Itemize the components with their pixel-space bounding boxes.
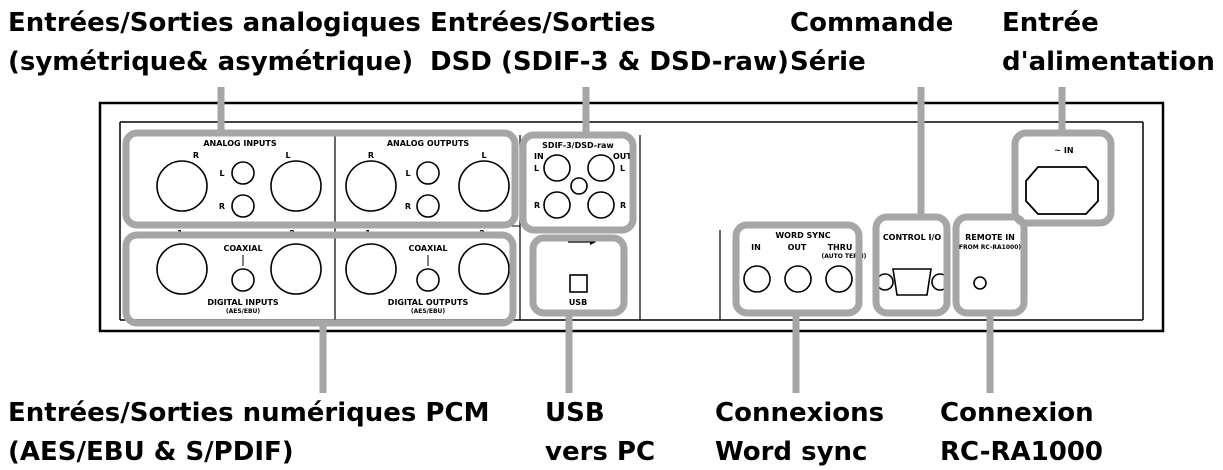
analog-in-l-label: L [285,151,290,160]
callout-rc-line2: RC-RA1000 [940,437,1103,467]
analog-in-r-label: R [193,151,199,160]
sdif-out-l-label: L [620,164,625,173]
xlr-analog-in-r[interactable] [156,160,208,212]
bnc-sdif-in-l[interactable] [543,154,571,182]
bnc-sdif-in-r[interactable] [543,191,571,219]
word-sync-out-label: OUT [788,243,807,252]
bnc-sdif-out-l[interactable] [587,154,615,182]
bnc-word-sync-out[interactable] [784,265,812,293]
callout-wordsync-line2: Word sync [715,437,867,467]
auto-term-label: (AUTO TERM) [822,253,867,260]
coaxial-in-label: COAXIAL [223,244,262,253]
bnc-sdif-clock[interactable] [570,177,588,195]
sdif-label: SDIF-3/DSD-raw [542,141,614,150]
remote-in-sub: FROM RC-RA1000) [959,244,1021,251]
callout-analog-line1: Entrées/Sorties analogiques [8,8,421,38]
callout-wordsync-line1: Connexions [715,398,884,428]
control-io-label: CONTROL I/O [883,233,942,242]
coaxial-digital-out[interactable] [416,268,440,292]
digital-inputs-label: DIGITAL INPUTS [207,298,279,307]
digital-outputs-sub: (AES/EBU) [411,308,446,315]
analog-out-r-label: R [368,151,374,160]
ac-inlet[interactable] [1025,166,1099,215]
rca-analog-out-r[interactable] [416,194,440,218]
analog-outputs-label: ANALOG OUTPUTS [387,139,470,148]
dsub-control-connector[interactable] [892,268,932,296]
xlr-analog-in-l[interactable] [270,160,322,212]
sdif-in-label: IN [534,152,544,161]
remote-in-jack[interactable] [973,276,987,290]
callout-rc-line1: Connexion [940,398,1094,428]
xlr-analog-out-l[interactable] [458,160,510,212]
callout-serial-line2: Série [790,47,866,77]
callout-usb-line1: USB [545,398,605,428]
callout-usb-line2: vers PC [545,437,655,467]
highlight-control [872,213,951,317]
callout-analog-line2: (symétrique& asymétrique) [8,47,413,77]
highlight-analog [122,129,519,229]
bnc-sdif-out-r[interactable] [587,191,615,219]
sdif-in-r-label: R [534,201,540,210]
xlr-digital-out-1[interactable] [345,243,397,295]
callout-serial-line1: Commande [790,8,953,38]
word-sync-in-label: IN [751,243,761,252]
rca-out-r-label: R [405,202,411,211]
rca-analog-in-r[interactable] [231,194,255,218]
rca-analog-in-l[interactable] [231,161,255,185]
highlight-dsd [519,131,637,234]
callout-power-line1: Entrée [1002,8,1099,38]
remote-in-label: REMOTE IN [965,233,1015,242]
xlr-digital-in-2[interactable] [270,243,322,295]
callout-power-line2: d'alimentation [1002,47,1215,77]
bnc-word-sync-thru[interactable] [825,265,853,293]
coaxial-digital-in[interactable] [231,268,255,292]
bnc-word-sync-in[interactable] [743,265,771,293]
usb-port-label: USB [569,298,587,307]
sdif-in-l-label: L [534,164,539,173]
ac-in-label: ~ IN [1054,146,1073,155]
word-sync-label: WORD SYNC [775,231,830,240]
xlr-analog-out-r[interactable] [345,160,397,212]
rca-analog-out-l[interactable] [416,161,440,185]
analog-inputs-label: ANALOG INPUTS [203,139,277,148]
callout-dsd-line1: Entrées/Sorties [430,8,656,38]
digital-outputs-label: DIGITAL OUTPUTS [388,298,469,307]
callout-pcm-line1: Entrées/Sorties numériques PCM [8,398,489,428]
sdif-out-label: OUT [613,152,632,161]
rca-in-l-label: L [219,169,224,178]
rca-out-l-label: L [405,169,410,178]
analog-out-l-label: L [481,151,486,160]
highlight-usb [529,234,628,317]
callout-pcm-line2: (AES/EBU & S/PDIF) [8,437,294,467]
coaxial-out-label: COAXIAL [408,244,447,253]
word-sync-thru-label: THRU [828,243,853,252]
digital-inputs-sub: (AES/EBU) [226,308,261,315]
xlr-digital-out-2[interactable] [458,243,510,295]
xlr-digital-in-1[interactable] [156,243,208,295]
usb-port[interactable] [569,274,588,293]
rca-in-r-label: R [219,202,225,211]
sdif-out-r-label: R [620,201,626,210]
callout-dsd-line2: DSD (SDIF-3 & DSD-raw) [430,47,789,77]
